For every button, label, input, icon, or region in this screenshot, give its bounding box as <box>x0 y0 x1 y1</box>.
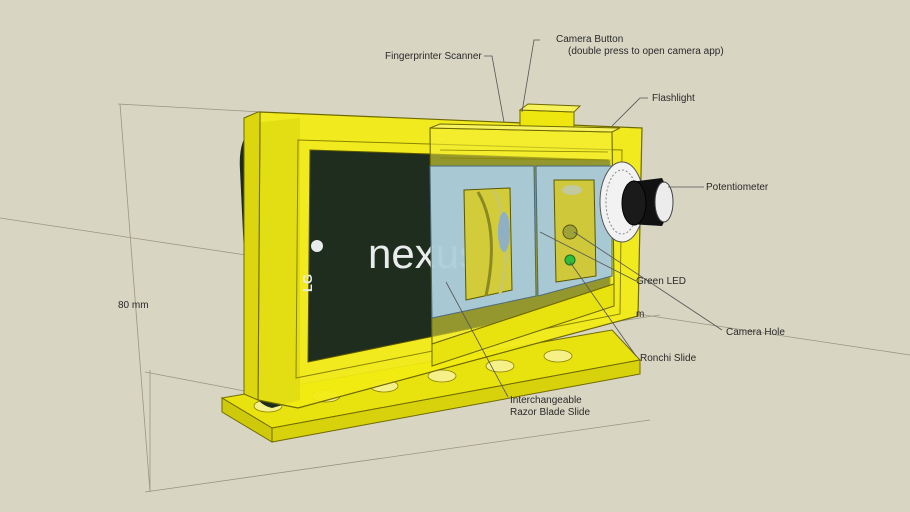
leader-lines <box>445 39 723 398</box>
label-razor-blade-line1: Interchangeable <box>510 395 582 406</box>
lg-logo-icon <box>311 240 323 252</box>
label-potentiometer: Potentiometer <box>706 182 769 193</box>
label-dimension-80mm: 80 mm <box>118 300 149 311</box>
camera-hole-icon <box>562 224 578 240</box>
camera-button <box>518 103 582 129</box>
label-fingerprint-scanner: Fingerprinter Scanner <box>385 51 482 62</box>
label-camera-hole: Camera Hole <box>726 327 785 338</box>
potentiometer-knob <box>599 161 674 243</box>
green-led-icon <box>564 254 576 266</box>
label-flashlight: Flashlight <box>652 93 695 104</box>
ronchi-slide <box>535 165 613 297</box>
phone-maker-text: LG <box>300 274 315 292</box>
label-camera-button-note: (double press to open camera app) <box>568 46 724 57</box>
label-camera-button-title: Camera Button <box>556 34 624 45</box>
label-dimension-partial: m <box>636 309 645 320</box>
label-ronchi-slide: Ronchi Slide <box>640 353 697 364</box>
label-razor-blade-line2: Razor Blade Slide <box>510 407 591 418</box>
razor-blade-slide <box>429 165 537 319</box>
label-green-led: Green LED <box>636 276 687 287</box>
